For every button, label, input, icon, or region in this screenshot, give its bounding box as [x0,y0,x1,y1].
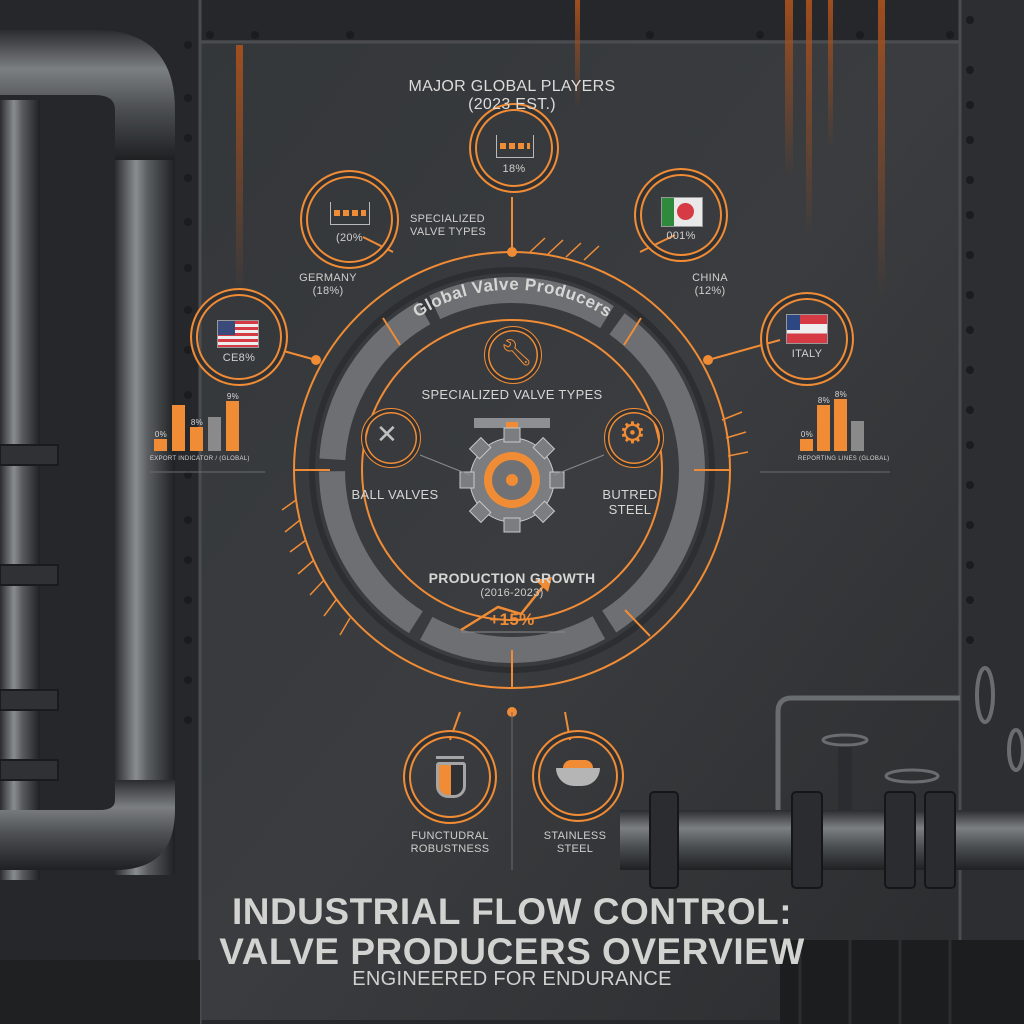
right-bar-chart: 0% 8% 8% Reporting Lines (Global) [798,390,890,465]
node-usa-badge: CE8% [190,288,288,386]
growth-period: (2016-2023) [480,587,544,599]
bar-label: 8% [834,389,848,399]
chart-xlabel: Reporting Lines (Global) [798,456,890,463]
flag-icon [786,314,828,344]
wrench-badge: 🔧︎ [484,326,542,384]
bar [208,417,221,451]
bar [817,405,830,451]
robustness-line-1: Functudral [411,830,489,842]
bar [190,427,203,451]
main-title: Industrial Flow Control: Valve Producers… [212,892,812,972]
tools-badge: ✕ [361,408,421,468]
header-line-2: (2023 Est.) [468,96,556,114]
china-name: China [692,272,728,284]
node-italy-value: Italy [791,348,823,360]
robustness-line-2: Robustness [410,842,490,855]
crossed-tools-icon: ✕ [376,419,398,449]
factory-icon [496,135,534,158]
flag-icon [661,197,703,227]
bar [800,439,813,451]
bar-label: 8% [190,417,204,427]
functional-robustness-badge [403,730,497,824]
crucible-icon [556,760,600,794]
node-china-value: 001% [666,230,696,242]
node-china-badge: 001% [634,168,728,262]
china-label: China (12%) [670,272,750,297]
bar [154,439,167,451]
china-share: (12%) [694,284,726,297]
bar [226,401,239,451]
germany-share: (18%) [312,284,344,297]
gear-icon: ⚙ [619,417,646,450]
tagline: Engineered for Endurance [352,968,672,990]
gear-badge: ⚙ [604,408,664,468]
svg-text:Global Valve Producers: Global Valve Producers [410,275,616,322]
node-top-badge: 18% [469,103,559,193]
header-title: Major Global Players (2023 Est.) [362,78,662,115]
factory-icon [330,202,370,225]
node-germany-badge: (20% [300,170,399,269]
bar-label: 9% [226,391,240,401]
center-left-label: Ball Valves [351,487,439,502]
main-title-line-2: Valve Producers Overview [219,931,805,972]
ring-label-text: Global Valve Producers [410,275,615,322]
stainless-line-1: Stainless [543,830,607,842]
germany-label: Germany (18%) [288,272,368,297]
stainless-steel-badge [532,730,624,822]
center-top-label: Specialized Valve Types [421,387,603,402]
bar [851,421,864,451]
wrench-icon: 🔧︎ [500,337,534,367]
shield-valve-icon [436,756,466,798]
bar [172,405,185,451]
node-top-value: 18% [502,163,526,175]
bottom-label-robustness: Functudral Robustness [395,830,505,855]
growth-value: +15% [489,610,535,629]
us-flag-icon [217,320,259,348]
germany-name: Germany [299,272,357,284]
growth-title: Production Growth [428,570,596,586]
left-bar-chart: 0% 8% 9% Export Indicator / (Global) [150,391,262,465]
bar-label: 0% [154,429,168,439]
node-germany-value: (20% [336,232,363,244]
top-side-label-text: Specialized Valve Types [410,213,487,238]
bottom-label-stainless: Stainless Steel [520,830,630,855]
main-title-line-1: Industrial Flow Control: [231,891,793,932]
stainless-line-2: Steel [556,842,594,855]
bar-label: 8% [817,395,831,405]
top-side-label: Specialized Valve Types [410,213,510,238]
header-line-1: Major Global Players [408,78,616,95]
bar [834,399,847,451]
node-usa-value: CE8% [222,352,256,364]
node-italy-badge: Italy [760,292,854,386]
center-right-label: Butred Steel [602,487,658,517]
chart-xlabel: Export Indicator / (Global) [150,456,250,463]
bar-label: 0% [800,429,814,439]
